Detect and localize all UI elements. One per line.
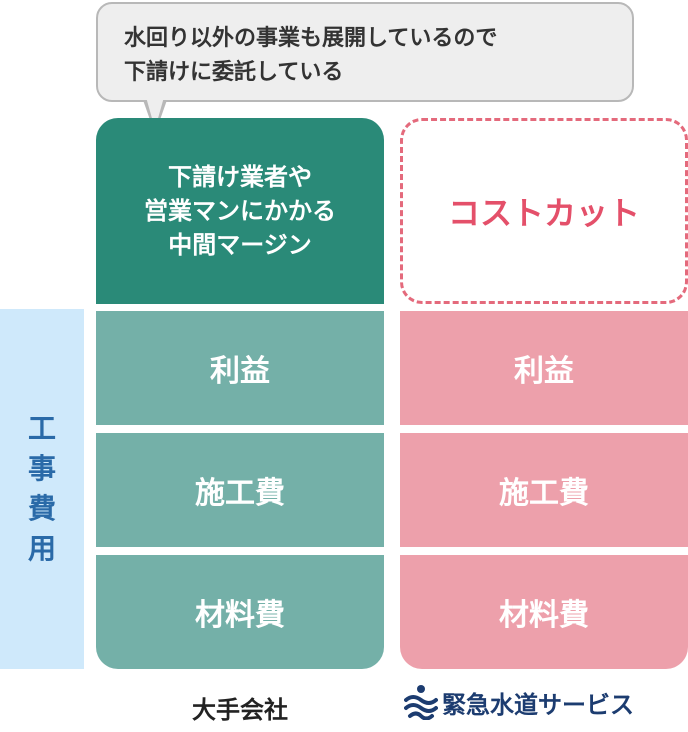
right-profit-block: 利益 [400, 311, 688, 425]
large-company-caption: 大手会社 [192, 696, 288, 724]
construction-cost-label: 工 事 費 用 [0, 309, 84, 669]
side-label-char-3: 費 [27, 492, 56, 525]
wave-logo-icon [404, 685, 438, 720]
margin-line-3: 中間マージン [168, 231, 312, 259]
left-profit-block: 利益 [96, 311, 384, 425]
side-label-char-1: 工 [27, 412, 56, 445]
left-materials-block: 材料費 [96, 555, 384, 669]
side-label-char-2: 事 [27, 452, 56, 485]
left-construction-block: 施工費 [96, 433, 384, 547]
brand-caption: 緊急水道サービス [404, 680, 688, 724]
intermediary-margin-block: 下請け業者や 営業マンにかかる 中間マージン [96, 118, 384, 304]
speech-bubble: 水回り以外の事業も展開しているので 下請けに委託している [96, 2, 634, 102]
bubble-line-1: 水回り以外の事業も展開しているので [124, 26, 498, 51]
margin-line-2: 営業マンにかかる [144, 197, 336, 225]
margin-line-1: 下請け業者や [168, 163, 312, 191]
cost-cut-block: コストカット [400, 118, 688, 304]
bubble-line-2: 下請けに委託している [124, 60, 344, 85]
side-label-char-4: 用 [27, 532, 56, 565]
right-materials-block: 材料費 [400, 555, 688, 669]
right-construction-block: 施工費 [400, 433, 688, 547]
brand-name: 緊急水道サービス [442, 690, 634, 719]
